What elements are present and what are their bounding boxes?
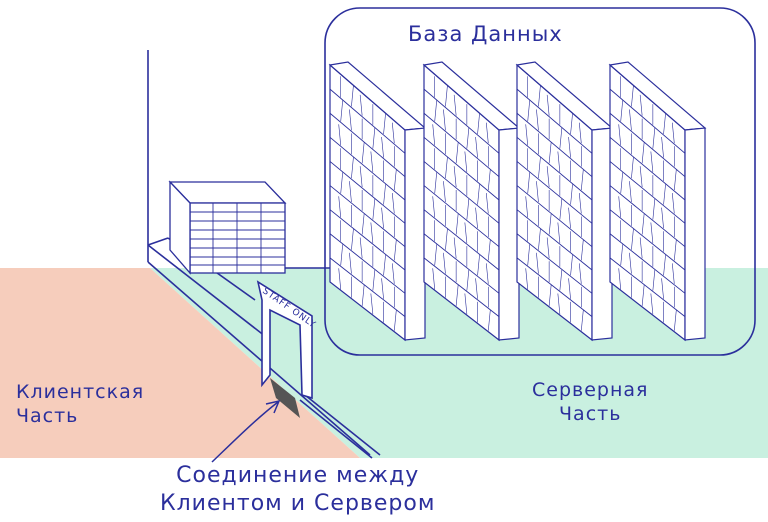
connection-label-line1: Соединение между [176, 463, 420, 488]
database-frame [324, 7, 756, 356]
door-gap [270, 378, 300, 418]
server-label: Серверная Часть [532, 378, 648, 426]
server-rack [608, 61, 707, 342]
client-label: Клиентская Часть [16, 380, 144, 428]
client-floor [0, 268, 360, 458]
connection-arrow [211, 399, 281, 463]
server-rack [422, 61, 521, 342]
staff-door [256, 280, 313, 418]
client-label-line2: Часть [16, 405, 79, 427]
client-label-line1: Клиентская [16, 381, 145, 403]
file-cabinet [168, 180, 287, 275]
connection-label: Соединение между Клиентом и Сервером [160, 462, 435, 518]
connection-label-line2: Клиентом и Сервером [160, 491, 436, 516]
database-title: База Данных [408, 22, 563, 46]
server-label-line2: Часть [559, 403, 622, 425]
server-label-line1: Серверная [532, 379, 649, 401]
